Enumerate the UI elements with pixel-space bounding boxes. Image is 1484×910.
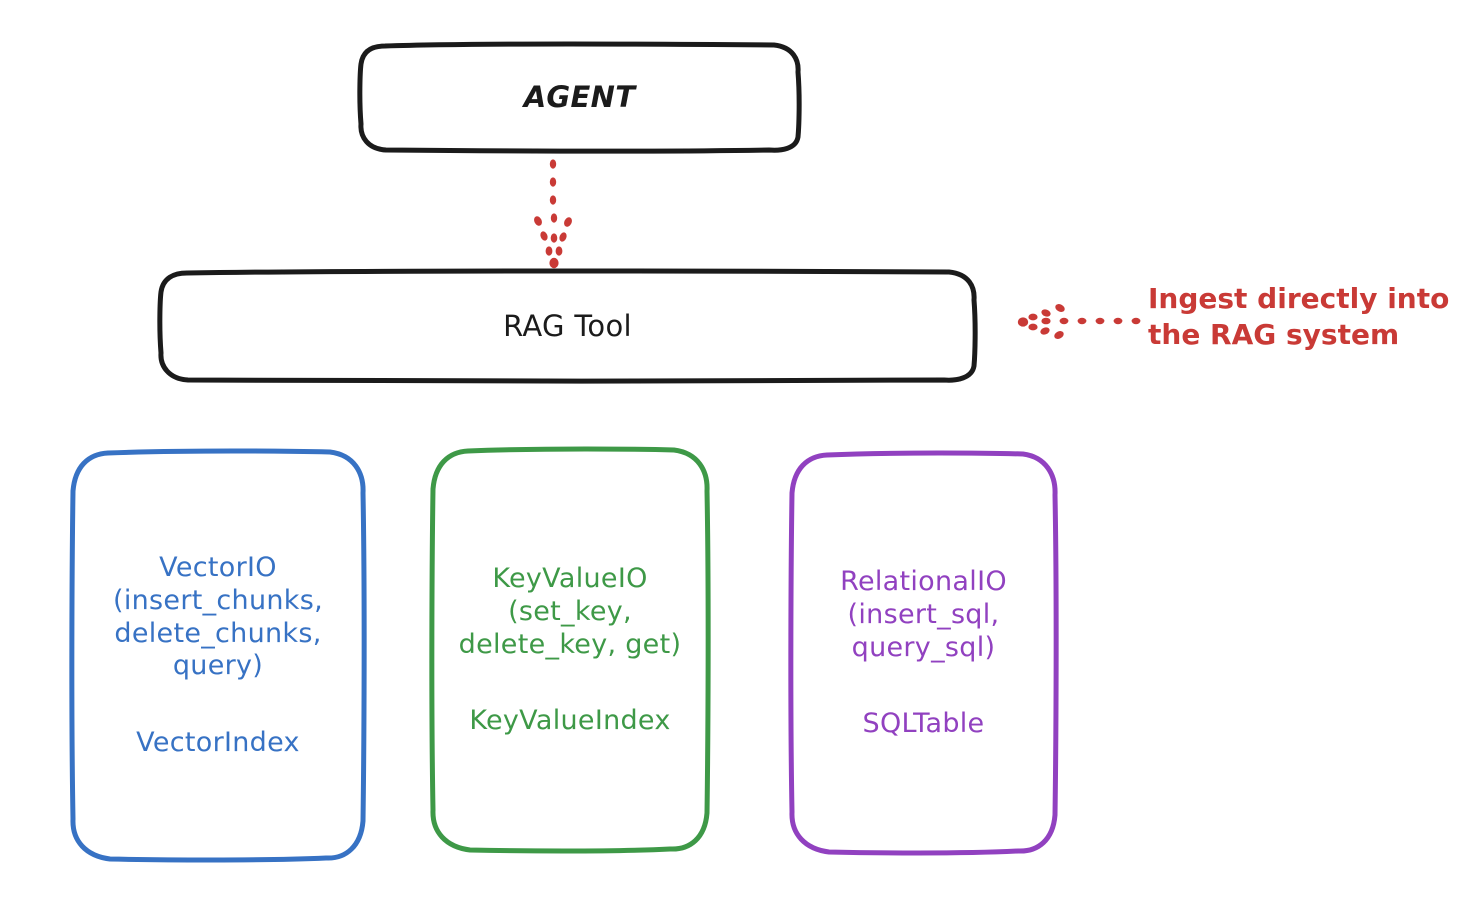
annotation-ingest-note: Ingest directly into the RAG system [1148, 282, 1450, 351]
node-vector-io[interactable]: VectorIO (insert_chunks, delete_chunks, … [68, 448, 368, 863]
node-agent[interactable]: AGENT [357, 41, 802, 154]
key-value-io-secondary-label: KeyValueIndex [469, 705, 671, 737]
arrow-agent-to-rag-tool [534, 159, 572, 269]
relational-io-secondary-label: SQLTable [862, 708, 985, 740]
vector-io-secondary-label: VectorIndex [136, 727, 300, 759]
node-relational-io[interactable]: RelationalIO (insert_sql, query_sql) SQL… [787, 450, 1060, 856]
relational-io-label: RelationalIO (insert_sql, query_sql) [840, 565, 1007, 663]
key-value-io-label: KeyValueIO (set_key, delete_key, get) [458, 562, 682, 660]
agent-label: AGENT [523, 80, 636, 115]
arrow-ingest-into-rag [1017, 304, 1141, 339]
rag-tool-label: RAG Tool [503, 308, 632, 343]
node-key-value-io[interactable]: KeyValueIO (set_key, delete_key, get) Ke… [428, 446, 712, 854]
vector-io-label: VectorIO (insert_chunks, delete_chunks, … [113, 551, 323, 682]
node-rag-tool[interactable]: RAG Tool [157, 268, 978, 384]
